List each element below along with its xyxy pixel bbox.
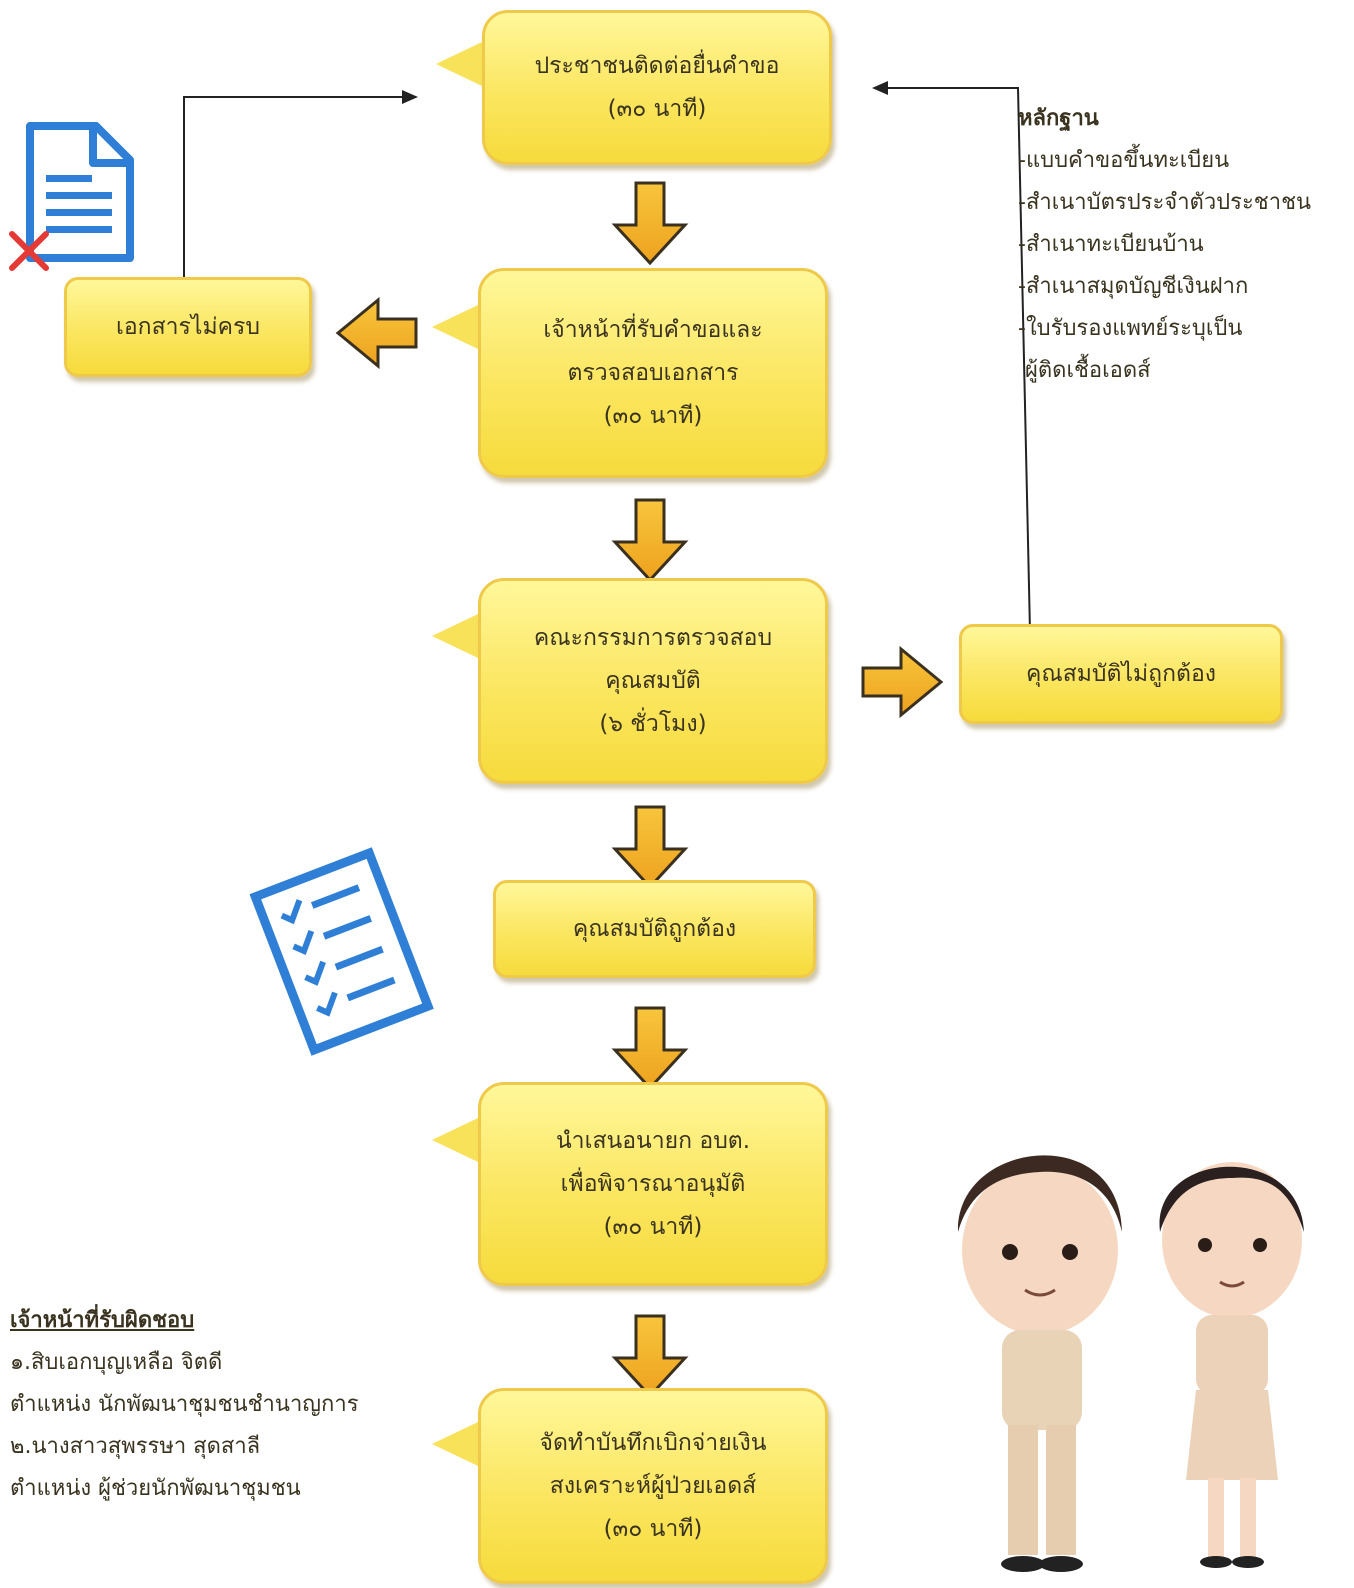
evidence-item: -สำเนาบัตรประจำตัวประชาชน xyxy=(1018,190,1312,215)
step2-duration: (๓๐ นาที) xyxy=(603,402,703,429)
down-arrow-3 xyxy=(611,805,689,890)
responsible-staff: เจ้าหน้าที่รับผิดชอบ ๑.สิบเอกบุญเหลือ จิ… xyxy=(10,1300,430,1510)
step-qualified: คุณสมบัติถูกต้อง xyxy=(493,880,816,978)
down-arrow-5 xyxy=(611,1314,689,1399)
step-disbursement-record: จัดทำบันทึกเบิกจ่ายเงิน สงเคราะห์ผู้ป่วย… xyxy=(478,1388,828,1584)
evidence-item: -สำเนาทะเบียนบ้าน xyxy=(1018,232,1204,257)
step-committee-review: คณะกรรมการตรวจสอบ คุณสมบัติ (๖ ชั่วโมง) xyxy=(478,578,828,784)
staff-line: ๑.สิบเอกบุญเหลือ จิตดี xyxy=(10,1350,223,1375)
qualified-label: คุณสมบัติถูกต้อง xyxy=(572,915,737,942)
step1-duration: (๓๐ นาที) xyxy=(607,95,707,122)
staff-line: ตำแหน่ง นักพัฒนาชุมชนชำนาญการ xyxy=(10,1392,359,1417)
staff-title: เจ้าหน้าที่รับผิดชอบ xyxy=(10,1308,195,1333)
officials-illustration xyxy=(957,1155,1304,1572)
step5-pointer xyxy=(432,1118,478,1162)
step2-pointer xyxy=(432,305,478,349)
evidence-item: ผู้ติดเชื้อเอดส์ xyxy=(1018,358,1151,383)
return-line-right xyxy=(872,81,1031,633)
evidence-item: -แบบคำขอขึ้นทะเบียน xyxy=(1018,148,1230,173)
step3-pointer xyxy=(432,614,478,658)
down-arrow-1 xyxy=(611,181,689,266)
step-submit-request: ประชาชนติดต่อยื่นคำขอ (๓๐ นาที) xyxy=(482,10,832,165)
staff-line: ตำแหน่ง ผู้ช่วยนักพัฒนาชุมชน xyxy=(10,1476,301,1501)
checklist-icon xyxy=(249,847,434,1056)
left-arrow xyxy=(335,296,418,370)
evidence-item: -สำเนาสมุดบัญชีเงินฝาก xyxy=(1018,274,1249,299)
staff-line: ๒.นางสาวสุพรรษา สุดสาลี xyxy=(10,1434,261,1459)
step6-duration: (๓๐ นาที) xyxy=(603,1515,703,1542)
evidence-list: หลักฐาน -แบบคำขอขึ้นทะเบียน -สำเนาบัตรปร… xyxy=(1018,98,1348,392)
step6-pointer xyxy=(432,1422,478,1466)
document-rejected-icon xyxy=(9,122,134,271)
right-arrow xyxy=(861,645,944,719)
branch-incomplete-documents: เอกสารไม่ครบ xyxy=(64,277,312,377)
step6-line1: จัดทำบันทึกเบิกจ่ายเงิน xyxy=(539,1429,767,1456)
step2-line1: เจ้าหน้าที่รับคำขอและ xyxy=(543,316,763,343)
step6-line2: สงเคราะห์ผู้ป่วยเอดส์ xyxy=(549,1472,757,1499)
step3-line1: คณะกรรมการตรวจสอบ xyxy=(533,624,773,651)
step-propose-to-mayor: นำเสนอนายก อบต. เพื่อพิจารณาอนุมัติ (๓๐ … xyxy=(478,1082,828,1286)
down-arrow-4 xyxy=(611,1006,689,1091)
step2-line2: ตรวจสอบเอกสาร xyxy=(567,359,739,386)
down-arrow-2 xyxy=(611,498,689,583)
evidence-item: -ใบรับรองแพทย์ระบุเป็น xyxy=(1018,316,1243,341)
return-line-left xyxy=(183,90,418,279)
branch-not-qualified: คุณสมบัติไม่ถูกต้อง xyxy=(959,624,1283,724)
evidence-title: หลักฐาน xyxy=(1018,106,1099,131)
step5-line1: นำเสนอนายก อบต. xyxy=(555,1127,751,1154)
step1-title: ประชาชนติดต่อยื่นคำขอ xyxy=(534,52,780,79)
step-check-documents: เจ้าหน้าที่รับคำขอและ ตรวจสอบเอกสาร (๓๐ … xyxy=(478,268,828,478)
incomplete-documents-label: เอกสารไม่ครบ xyxy=(116,313,260,340)
step3-line2: คุณสมบัติ xyxy=(605,667,701,694)
step5-line2: เพื่อพิจารณาอนุมัติ xyxy=(560,1170,746,1197)
not-qualified-label: คุณสมบัติไม่ถูกต้อง xyxy=(1025,660,1217,687)
step3-duration: (๖ ชั่วโมง) xyxy=(599,710,707,737)
step5-duration: (๓๐ นาที) xyxy=(603,1213,703,1240)
step1-pointer xyxy=(436,42,482,86)
